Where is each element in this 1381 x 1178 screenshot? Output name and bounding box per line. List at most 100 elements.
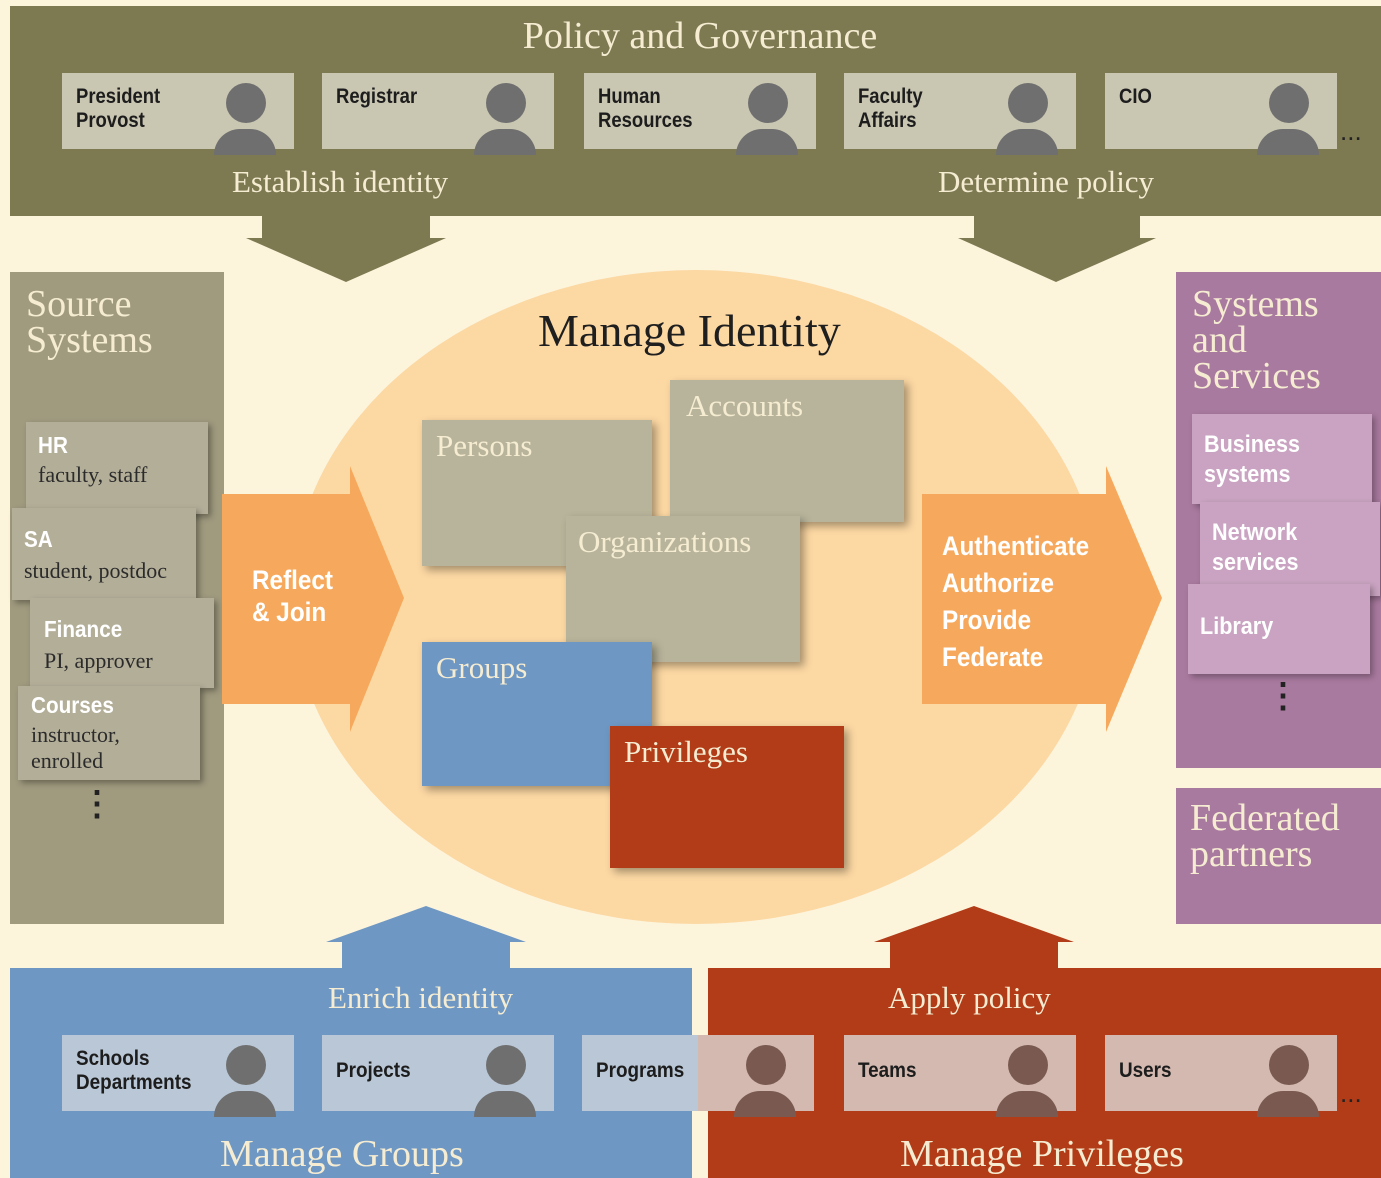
apply-policy-arrow (874, 906, 1074, 970)
groups-label: Groups (436, 650, 528, 685)
enrich-identity-label: Enrich identity (328, 980, 514, 1015)
policy-governance-title: Policy and Governance (522, 15, 878, 57)
reflect-join-label: Reflect & Join (252, 564, 333, 628)
source-card-title: Finance (44, 616, 123, 642)
determine-policy-arrow (958, 214, 1156, 282)
role-box-registrar: Registrar (322, 73, 554, 155)
tag-box-users: Users (1105, 1035, 1337, 1117)
down-arrows (246, 214, 1156, 282)
systems-card-network: Network services (1200, 502, 1380, 596)
systems-card-line1: Business (1204, 431, 1301, 458)
source-card-title: Courses (31, 692, 114, 718)
establish-identity-arrow (246, 214, 446, 282)
person-icon (736, 73, 798, 155)
role-label-line1: Registrar (336, 85, 418, 108)
role-label-line1: CIO (1119, 85, 1152, 108)
person-icon (996, 1035, 1058, 1117)
apply-policy-label: Apply policy (888, 980, 1051, 1015)
federated-partners-panel (1176, 788, 1381, 924)
determine-policy-label: Determine policy (938, 164, 1155, 199)
source-card-desc: instructor, (31, 722, 120, 747)
provide-line: Provide (942, 605, 1032, 635)
systems-more-dots: ⋮ (1266, 677, 1300, 715)
authenticate-label: Authenticate Authorize Provide Federate (942, 528, 1089, 676)
authenticate-arrow (922, 466, 1162, 732)
source-more-dots: ⋮ (80, 785, 114, 823)
manage-groups-title: Manage Groups (220, 1133, 464, 1175)
tag-label-line1: Projects (336, 1059, 411, 1082)
systems-card-business: Business systems (1192, 414, 1372, 504)
systems-title-line1: Systems (1192, 283, 1319, 325)
source-card-hr: HR faculty, staff (26, 422, 208, 514)
systems-card-line2: systems (1204, 461, 1291, 488)
person-icon (1257, 73, 1319, 155)
federate-line: Federate (942, 642, 1044, 672)
role-label-line1: President (76, 85, 161, 108)
systems-card-line2: services (1212, 549, 1299, 576)
tag-label-line1: Teams (858, 1059, 917, 1082)
source-card-desc: PI, approver (44, 648, 153, 673)
tag-box-teams: Teams (844, 1035, 1076, 1117)
authorize-line: Authorize (942, 568, 1055, 598)
person-icon (474, 73, 536, 155)
role-label-line2: Affairs (858, 109, 917, 132)
source-card-desc-2: enrolled (31, 748, 104, 773)
systems-title-line2: and (1192, 319, 1247, 361)
systems-title-line3: Services (1192, 355, 1321, 397)
tag-label-line1: Schools (76, 1047, 150, 1070)
tag-label-line1: Users (1119, 1059, 1172, 1082)
role-label-line2: Provost (76, 109, 145, 132)
reflect-label-line2: & Join (252, 597, 327, 627)
manage-privileges-title: Manage Privileges (900, 1133, 1184, 1175)
source-systems-title: Source Systems (26, 283, 153, 361)
roles-ellipsis: ... (1340, 116, 1362, 146)
accounts-label: Accounts (686, 388, 804, 423)
role-box-cio: CIO (1105, 73, 1337, 155)
accounts-box: Accounts (670, 380, 904, 522)
manage-identity-title: Manage Identity (538, 305, 841, 356)
groups-box: Groups (422, 642, 652, 786)
organizations-box: Organizations (566, 516, 800, 662)
role-label-line1: Faculty (858, 85, 923, 108)
source-card-desc: faculty, staff (38, 462, 148, 487)
source-card-title: HR (38, 432, 68, 458)
tag-box-programs: Programs (582, 1035, 814, 1117)
federated-line1: Federated (1190, 797, 1340, 839)
source-title-line1: Source (26, 283, 132, 325)
federated-line2: partners (1190, 833, 1313, 875)
federated-partners-title: Federated partners (1190, 797, 1340, 875)
systems-card-line1: Library (1200, 613, 1274, 640)
source-card-desc: student, postdoc (24, 558, 167, 583)
role-label-line1: Human (598, 85, 661, 108)
systems-card-line1: Network (1212, 519, 1298, 546)
authenticate-line: Authenticate (942, 531, 1090, 561)
reflect-label-line1: Reflect (252, 565, 334, 595)
role-label-line2: Resources (598, 109, 693, 132)
privileges-label: Privileges (624, 734, 748, 769)
tag-label-line2: Departments (76, 1071, 192, 1094)
source-card-finance: Finance PI, approver (30, 598, 214, 688)
tag-label-line1: Programs (596, 1059, 685, 1082)
person-icon (214, 73, 276, 155)
persons-label: Persons (436, 428, 533, 463)
reflect-join-arrow (222, 466, 404, 732)
systems-card-library: Library (1188, 584, 1370, 674)
privileges-box: Privileges (610, 726, 844, 868)
person-icon (1257, 1035, 1319, 1117)
person-icon (214, 1035, 276, 1117)
source-card-sa: SA student, postdoc (12, 508, 196, 600)
tags-ellipsis: ... (1340, 1078, 1362, 1108)
persons-box: Persons (422, 420, 652, 566)
source-title-line2: Systems (26, 319, 153, 361)
tag-box-projects: Projects (322, 1035, 554, 1117)
organizations-label: Organizations (578, 524, 752, 559)
source-card-title: SA (24, 526, 53, 552)
establish-identity-label: Establish identity (232, 164, 449, 199)
